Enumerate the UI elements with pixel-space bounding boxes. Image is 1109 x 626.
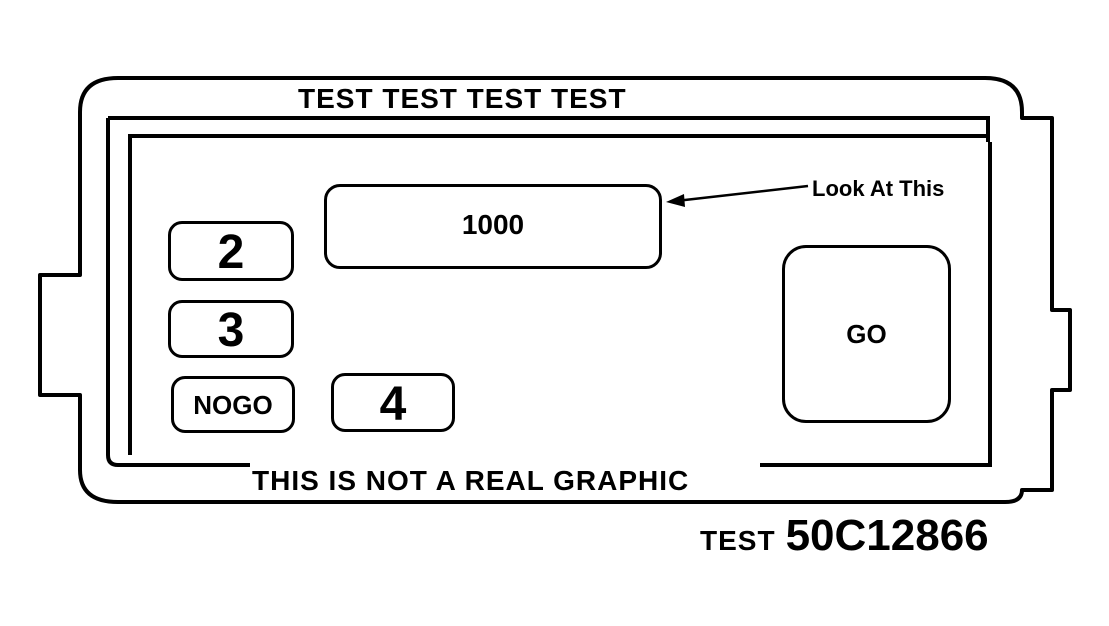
button-2[interactable]: 2 — [168, 221, 294, 281]
display-value: 1000 — [461, 209, 525, 240]
go-button[interactable]: GO — [782, 245, 951, 423]
part-number: 50C12866 — [785, 511, 989, 560]
top-label: TEST TEST TEST TEST — [298, 83, 627, 114]
device-housing — [38, 76, 1072, 504]
button-2-label: 2 — [217, 226, 245, 279]
bezel-outer-line-right — [760, 142, 992, 467]
bottom-label: THIS IS NOT A REAL GRAPHIC — [252, 465, 690, 496]
go-button-label: GO — [846, 319, 887, 349]
annotation-arrow-line — [675, 184, 809, 203]
button-3[interactable]: 3 — [168, 300, 294, 358]
value-display: 1000 — [324, 184, 662, 269]
bezel-inner-line — [128, 134, 990, 455]
annotation-arrow-head — [666, 194, 685, 207]
button-3-label: 3 — [217, 304, 245, 357]
nogo-button[interactable]: NOGO — [171, 376, 295, 433]
part-number-block: TEST 50C12866 — [700, 514, 989, 558]
part-prefix: TEST — [700, 525, 776, 556]
button-4[interactable]: 4 — [331, 373, 455, 432]
nogo-button-label: NOGO — [193, 389, 273, 420]
button-4-label: 4 — [379, 377, 407, 431]
annotation-label: Look At This — [812, 176, 945, 201]
